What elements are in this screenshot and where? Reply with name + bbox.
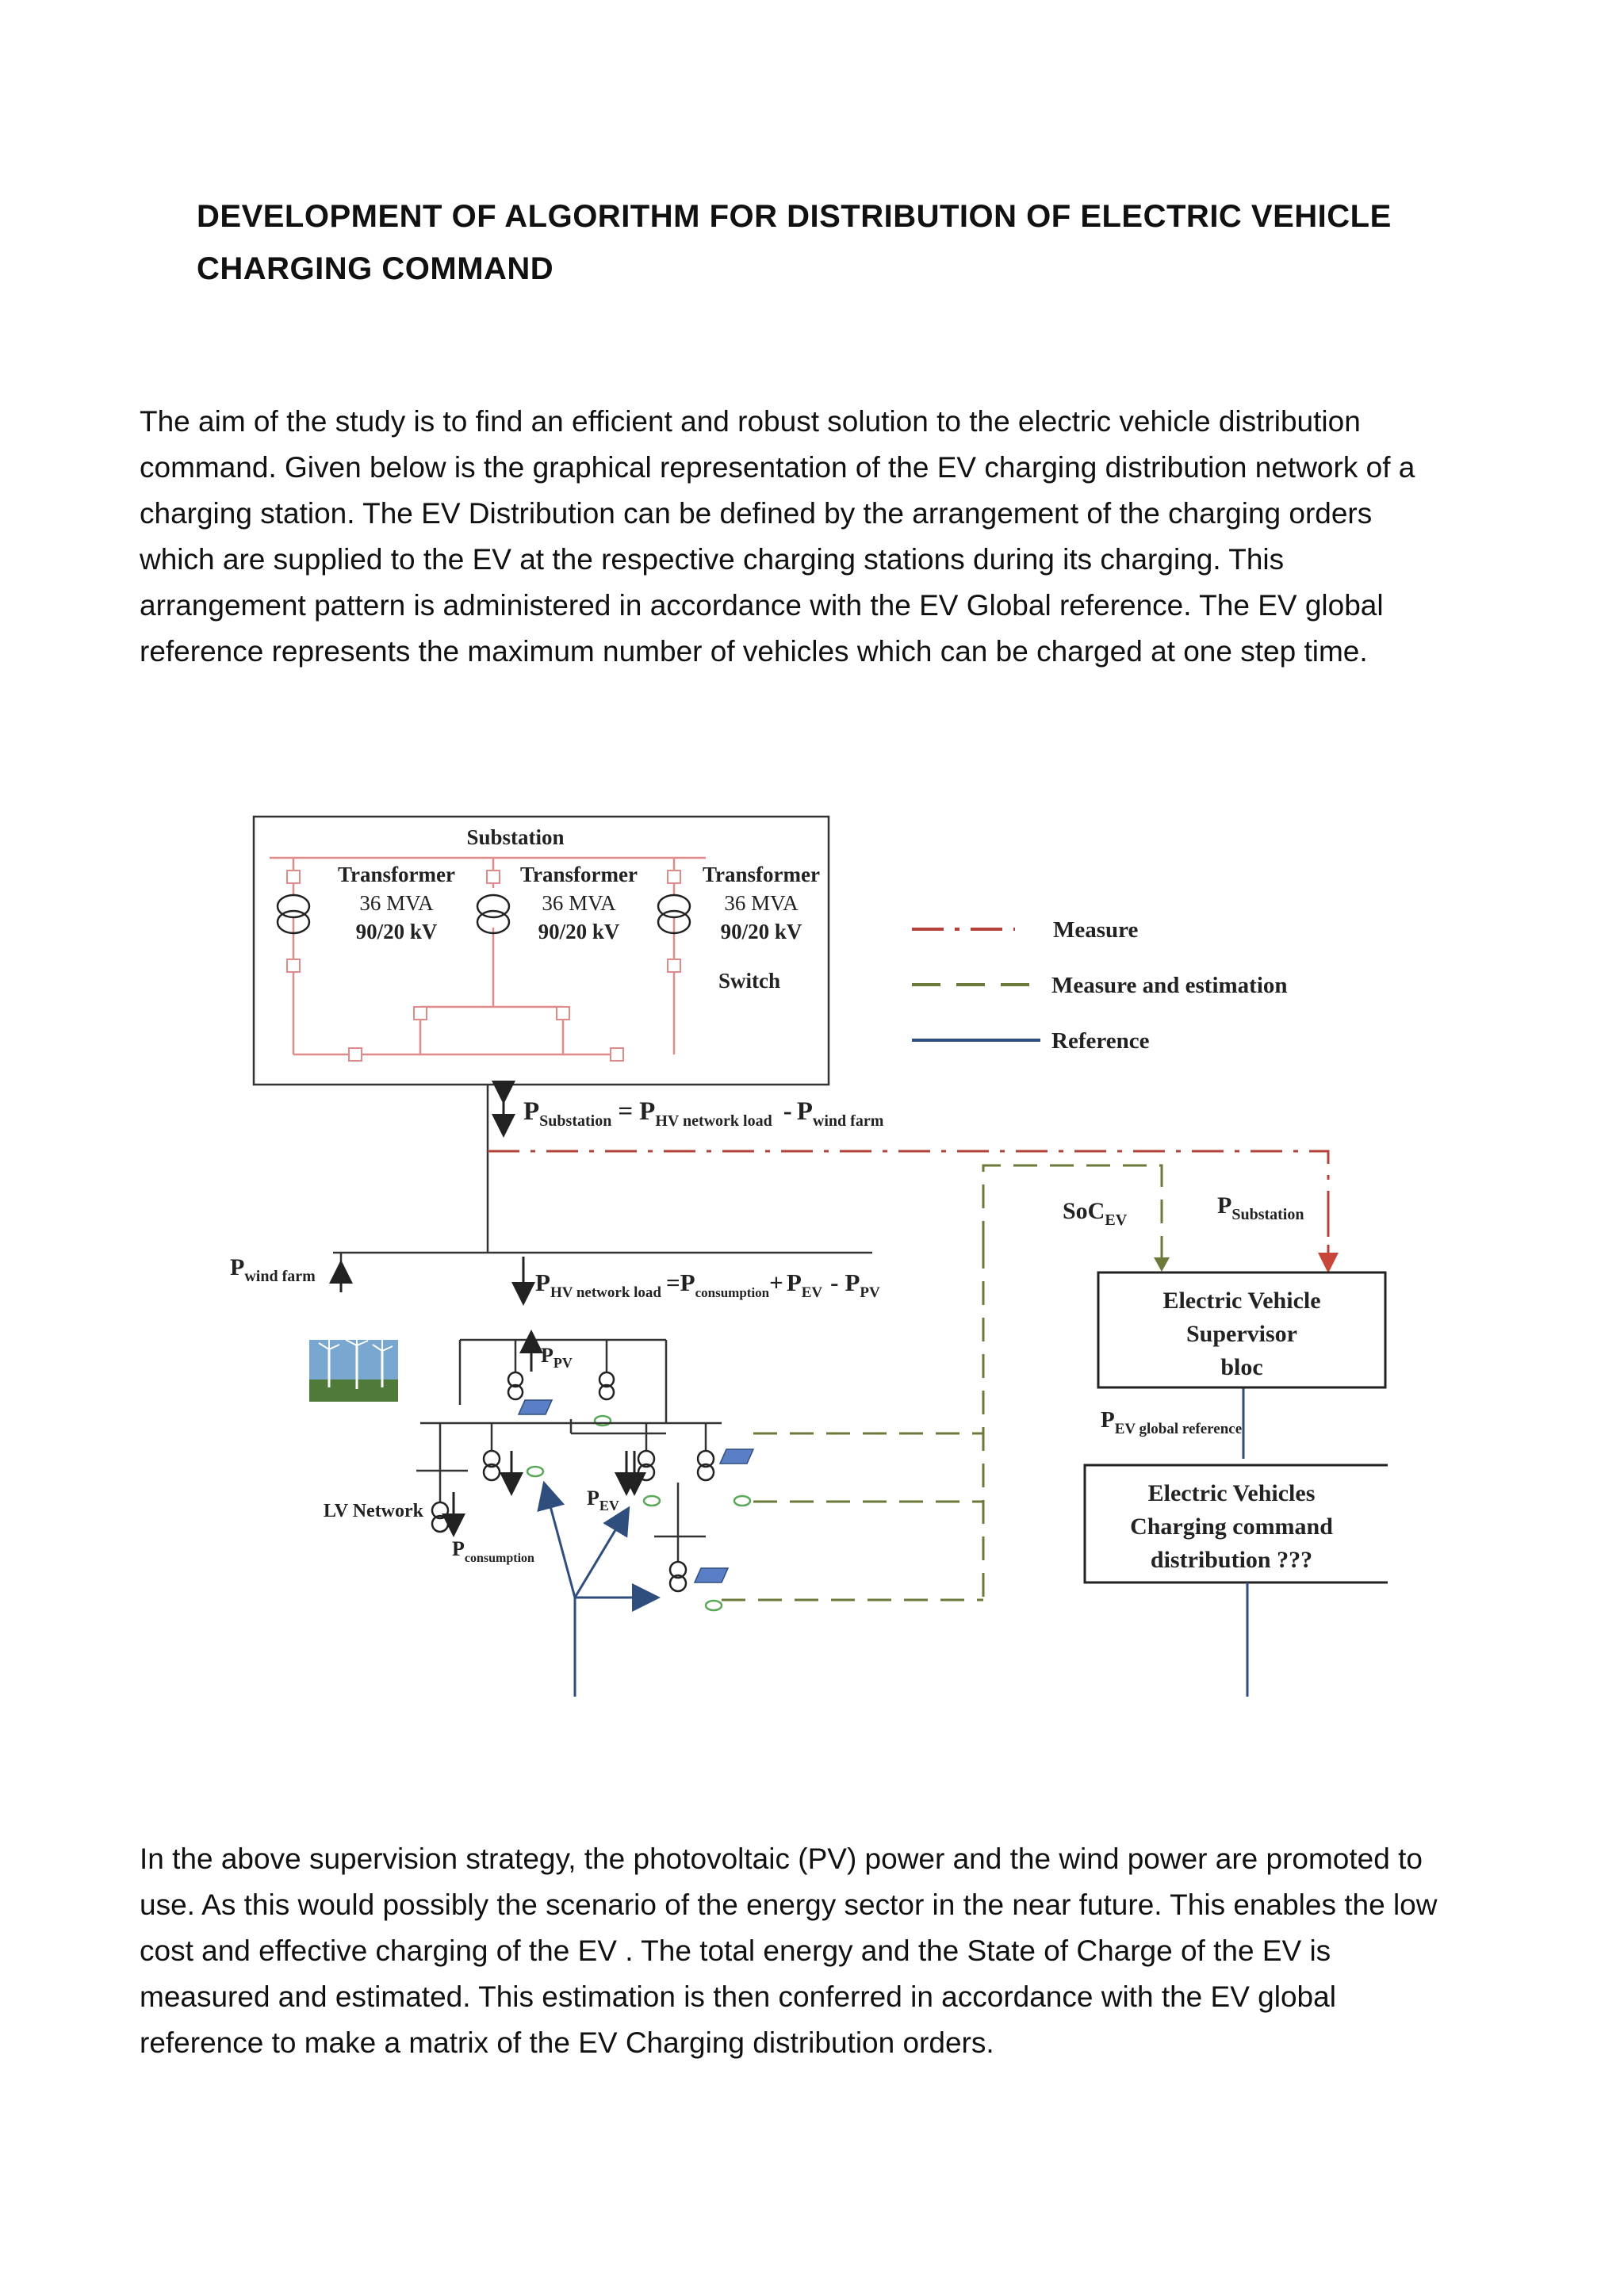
ev-charger-icon	[593, 1414, 612, 1427]
legend-measure: Measure	[1053, 917, 1139, 943]
p-wind-farm-label: Pwind farm	[230, 1254, 316, 1285]
transformer-1-voltage: 90/20 kV	[356, 920, 438, 943]
wind-farm-icon	[309, 1334, 398, 1402]
transformer-2-voltage: 90/20 kV	[538, 920, 620, 943]
legend-reference: Reference	[1051, 1028, 1150, 1054]
transformer-3-rating: 36 MVA	[724, 891, 799, 915]
ev-charging-distribution-block: Electric Vehicles Charging command distr…	[1083, 1464, 1388, 1584]
ev-charger-icon	[642, 1494, 661, 1507]
transformer-icon	[637, 1449, 656, 1482]
supervisor-line-1: Electric Vehicle	[1162, 1288, 1320, 1314]
legend-measure-estimation: Measure and estimation	[1051, 973, 1288, 998]
svg-text:PSubstation=PHV network load-P: PSubstation=PHV network load-Pwind farm	[523, 1097, 884, 1130]
transformer-1-name: Transformer	[338, 863, 455, 886]
diagram-canvas: Substation	[230, 815, 1388, 1697]
p-consumption-label: Pconsumption	[452, 1537, 534, 1565]
substation-block: Substation	[252, 815, 830, 1086]
ev-supervisor-block: Electric Vehicle Supervisor bloc	[1097, 1271, 1387, 1389]
p-substation-ref-label: PSubstation	[1217, 1192, 1304, 1223]
transformer-icon	[431, 1501, 450, 1533]
solar-panel-icon	[517, 1399, 553, 1415]
ev-charger-icon	[733, 1494, 752, 1507]
p-ev-label: PEV	[587, 1487, 619, 1513]
document-title: DEVELOPMENT OF ALGORITHM FOR DISTRIBUTIO…	[197, 199, 1392, 286]
substation-label: Substation	[466, 825, 564, 849]
solar-panel-icon	[693, 1567, 730, 1583]
transformer-icon	[598, 1371, 615, 1401]
transformer-icon	[668, 1560, 688, 1593]
legend: Measure Measure and estimation Reference	[912, 917, 1288, 1054]
ev-charger-icon	[526, 1465, 545, 1478]
ev-charger-icon	[704, 1599, 723, 1612]
p-pv-label: PPV	[541, 1344, 573, 1371]
transformer-1-rating: 36 MVA	[359, 891, 434, 915]
supervisor-line-3: bloc	[1220, 1354, 1262, 1380]
supervisor-line-2: Supervisor	[1186, 1321, 1297, 1347]
transformer-icon	[657, 894, 691, 935]
transformer-2-rating: 36 MVA	[542, 891, 616, 915]
p-hv-network-equation: PHV network load=Pconsumption+PEV-PPV	[535, 1269, 880, 1301]
transformer-icon	[696, 1449, 715, 1482]
p-substation-equation: PSubstation=PHV network load-Pwind farm	[523, 1097, 884, 1130]
switch-label: Switch	[718, 969, 780, 993]
supervision-paragraph: In the above supervision strategy, the p…	[140, 1843, 1438, 2059]
lv-network-label: LV Network	[324, 1501, 424, 1521]
transformer-icon	[482, 1449, 501, 1482]
transformer-icon	[507, 1371, 524, 1401]
distribution-line-2: Charging command	[1130, 1513, 1333, 1540]
distribution-line-1: Electric Vehicles	[1148, 1480, 1316, 1506]
transformer-icon	[476, 894, 511, 935]
intro-paragraph: The aim of the study is to find an effic…	[140, 405, 1415, 668]
transformer-icon	[276, 894, 311, 935]
p-ev-global-reference-label: PEV global reference	[1101, 1407, 1242, 1437]
transformer-3-voltage: 90/20 kV	[721, 920, 802, 943]
transformer-3-name: Transformer	[703, 863, 820, 886]
soc-ev-label: SoCEV	[1063, 1198, 1128, 1229]
svg-text:PHV network load=Pconsumption+: PHV network load=Pconsumption+PEV-PPV	[535, 1269, 880, 1301]
transformer-2-name: Transformer	[520, 863, 638, 886]
distribution-line-3: distribution ???	[1151, 1547, 1312, 1573]
solar-panel-icon	[718, 1448, 755, 1464]
ev-charging-network-diagram: Substation	[198, 793, 1388, 1697]
